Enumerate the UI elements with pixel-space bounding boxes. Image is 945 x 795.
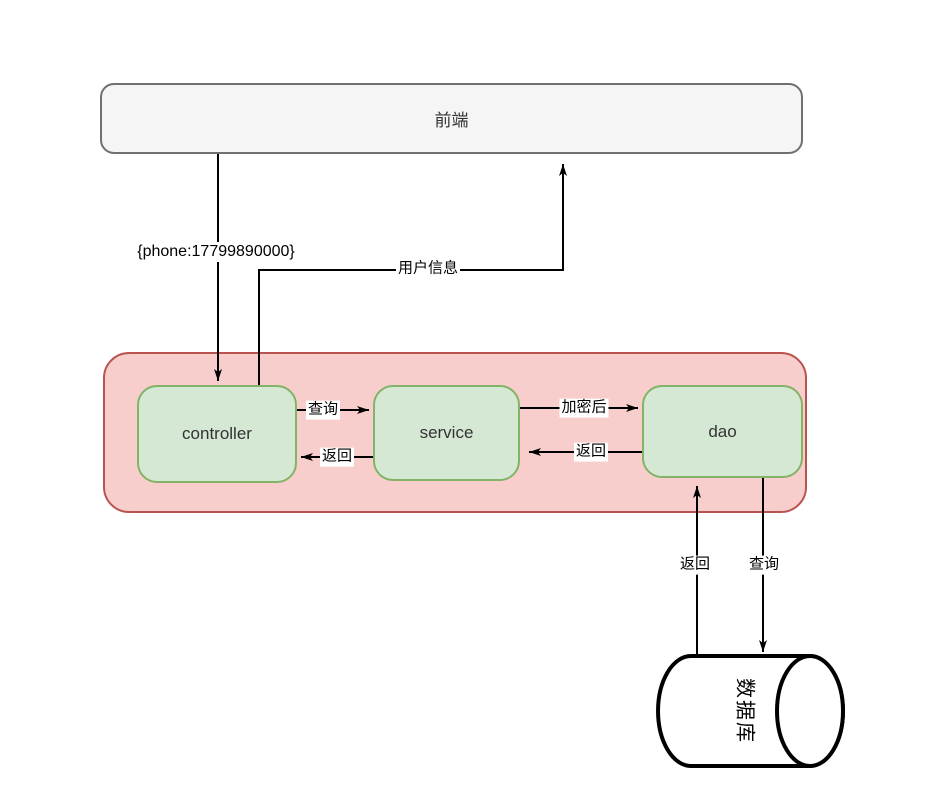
edge-label-return-dao-service: 返回	[573, 442, 609, 462]
edge-label-return-service-controller: 返回	[319, 447, 355, 467]
database-cylinder-rim	[775, 654, 845, 768]
edge-label-phone-payload: {phone:17799890000}	[135, 242, 297, 262]
dao-node: dao	[642, 385, 803, 478]
database-cylinder	[656, 654, 845, 768]
controller-node: controller	[137, 385, 297, 483]
database-node-label: 数据库	[733, 678, 756, 744]
edge-label-query-dao-database: 查询	[746, 555, 782, 575]
dao-node-label: dao	[708, 421, 737, 441]
frontend-node: 前端	[100, 83, 803, 154]
frontend-node-label: 前端	[434, 111, 469, 130]
edge-label-user-info: 用户信息	[395, 259, 461, 279]
edge-label-encrypted: 加密后	[559, 398, 609, 418]
service-node: service	[373, 385, 520, 481]
service-node-label: service	[419, 423, 474, 442]
edge-label-query-controller-service: 查询	[305, 400, 341, 420]
controller-node-label: controller	[182, 424, 252, 443]
edge-label-return-database-dao: 返回	[677, 555, 713, 575]
